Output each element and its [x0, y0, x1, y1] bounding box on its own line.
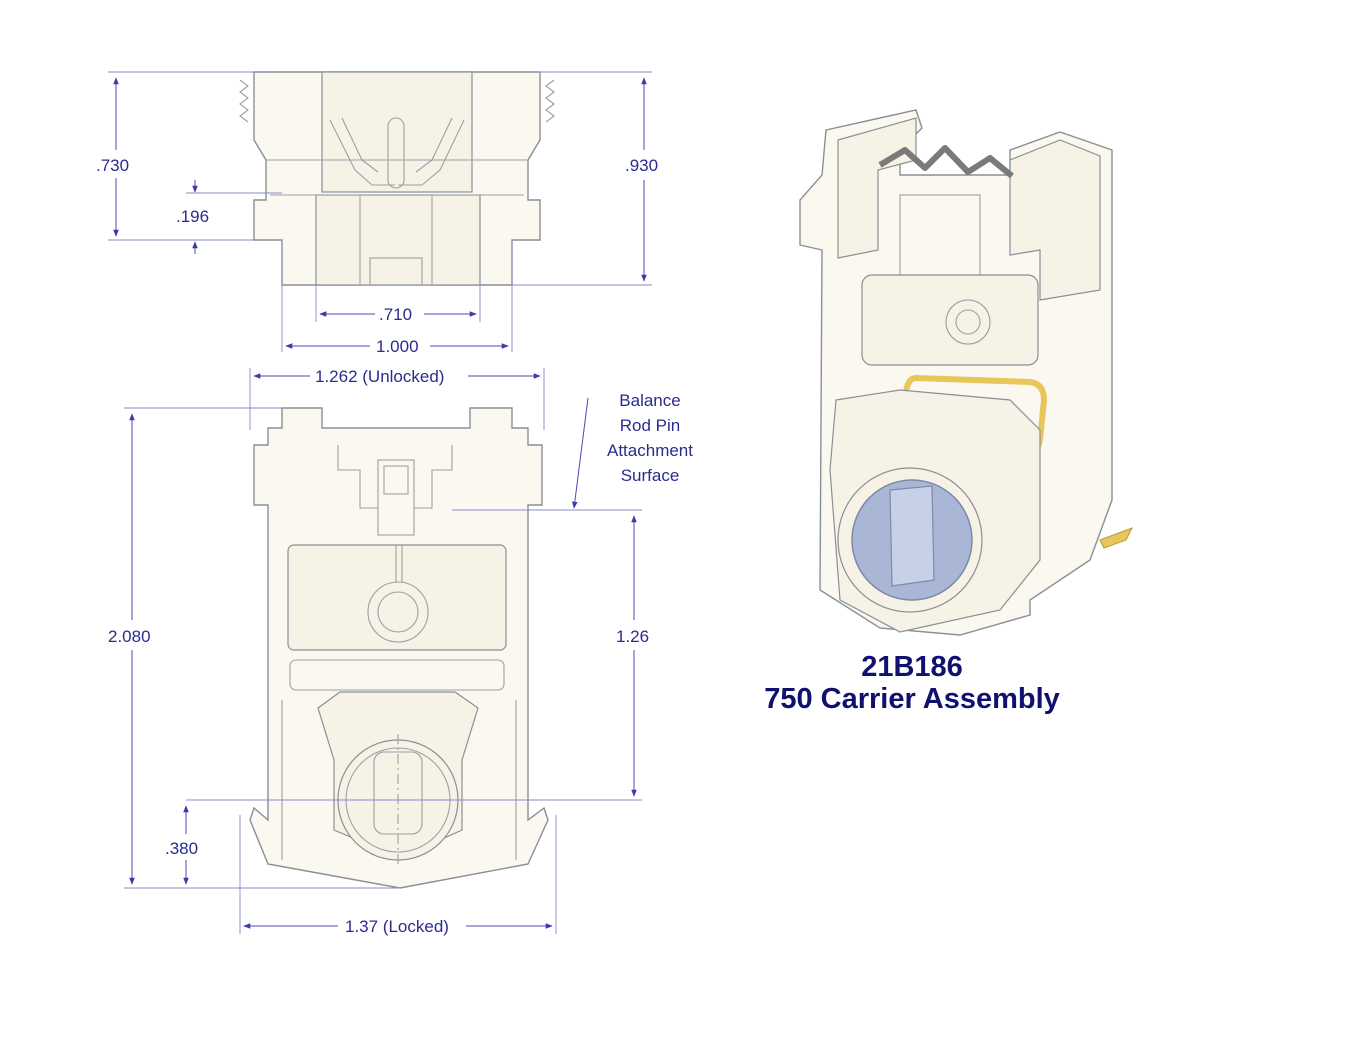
balance-rod-callout: Balance Rod Pin Attachment Surface: [607, 391, 693, 485]
callout-line-1: Balance: [619, 391, 680, 410]
top-view-dimensions: [108, 71, 652, 352]
callout-line-4: Surface: [621, 466, 680, 485]
dim-380-label: .380: [165, 839, 198, 858]
dim-126-label: 1.26: [616, 627, 649, 646]
dim-height-label: 2.080: [108, 627, 151, 646]
top-view: [239, 71, 555, 286]
isometric-view: [799, 109, 1134, 636]
dim-width-locked-label: 1.37 (Locked): [345, 917, 449, 936]
callout-line-2: Rod Pin: [620, 416, 680, 435]
front-view: [249, 407, 549, 889]
dim-710-label: .710: [379, 305, 412, 324]
part-name: 750 Carrier Assembly: [764, 683, 1060, 715]
dim-1000-label: 1.000: [376, 337, 419, 356]
dim-196-label: .196: [176, 207, 209, 226]
front-view-dimensions: [124, 368, 642, 934]
dim-930-label: .930: [625, 156, 658, 175]
dim-730-label: .730: [96, 156, 129, 175]
callout-line-3: Attachment: [607, 441, 693, 460]
part-number: 21B186: [861, 651, 963, 683]
dim-width-unlocked-label: 1.262 (Unlocked): [315, 367, 444, 386]
